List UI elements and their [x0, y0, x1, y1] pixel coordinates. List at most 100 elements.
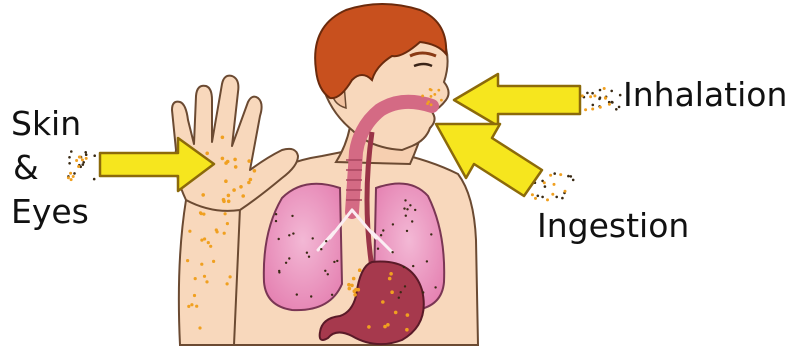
particle-dot — [389, 272, 393, 276]
particle-dot — [85, 153, 88, 156]
particle-dot — [312, 237, 314, 239]
particle-dot — [591, 92, 594, 95]
particle-dot — [551, 193, 554, 196]
particle-dot — [388, 277, 392, 281]
label-eyes: Eyes — [11, 191, 89, 233]
particle-dot — [534, 197, 537, 200]
particle-dot — [201, 193, 205, 197]
particle-dot — [202, 213, 205, 216]
particle-dot — [430, 233, 432, 235]
particle-dot — [555, 196, 558, 199]
particle-dot — [68, 162, 71, 165]
particle-dot — [226, 282, 229, 285]
particle-dot — [221, 136, 225, 140]
particle-dot — [615, 108, 618, 111]
particle-dot — [434, 286, 436, 288]
forearm — [179, 196, 240, 345]
particle-dot — [382, 229, 384, 231]
particle-dot — [310, 295, 312, 297]
particle-dot — [275, 213, 277, 215]
particle-dot — [406, 230, 408, 232]
particle-dot — [549, 174, 552, 177]
particle-dot — [253, 169, 257, 173]
particle-dot — [203, 275, 206, 278]
particle-dot — [77, 165, 80, 168]
particle-dot — [85, 157, 88, 160]
particle-dot — [591, 108, 594, 111]
particle-dot — [209, 245, 212, 248]
particle-dot — [559, 173, 562, 176]
particle-dot — [618, 106, 621, 109]
particle-dot — [285, 262, 287, 264]
particle-dot — [541, 196, 544, 199]
particle-dot — [224, 161, 228, 165]
particle-dot — [429, 88, 432, 91]
particle-dot — [561, 197, 564, 200]
particle-dot — [426, 260, 428, 262]
particle-dot — [422, 291, 424, 293]
particle-dot — [223, 232, 226, 235]
particle-dot — [405, 328, 409, 332]
particle-dot — [216, 230, 219, 233]
particle-dot — [553, 172, 556, 175]
particle-dot — [586, 92, 589, 95]
particle-dot — [599, 89, 602, 92]
particle-dot — [278, 238, 280, 240]
particle-dot — [603, 87, 606, 90]
particle-dot — [421, 95, 424, 98]
particle-dot — [229, 275, 232, 278]
particle-dot — [404, 285, 406, 287]
particle-dot — [352, 277, 356, 281]
particle-dot — [193, 294, 196, 297]
particle-dot — [336, 260, 338, 262]
particle-dot — [430, 95, 433, 98]
particle-dot — [347, 283, 351, 287]
person-illustration — [172, 4, 478, 345]
particle-dot — [430, 103, 433, 106]
particle-dot — [232, 188, 236, 192]
particle-dot — [610, 90, 613, 93]
particle-dot — [70, 150, 73, 153]
particle-dot — [275, 220, 277, 222]
particle-dot — [572, 179, 575, 182]
particle-dot — [292, 232, 294, 234]
particle-dot — [234, 165, 238, 169]
particle-dot — [411, 220, 413, 222]
particle-dot — [278, 270, 280, 272]
particle-dot — [75, 159, 78, 162]
particle-dot — [291, 215, 293, 217]
particle-dot — [187, 305, 190, 308]
particle-dot — [367, 325, 371, 329]
particle-dot — [67, 176, 70, 179]
particle-dot — [324, 270, 326, 272]
particle-dot — [224, 212, 227, 215]
particle-dot — [70, 178, 73, 181]
particle-dot — [392, 223, 394, 225]
particle-dot — [221, 157, 225, 161]
particle-dot — [247, 181, 251, 185]
particle-dot — [409, 204, 411, 206]
particle-dot — [403, 207, 405, 209]
particle-dot — [296, 293, 298, 295]
particle-dot — [200, 263, 203, 266]
particle-dot — [391, 251, 393, 253]
label-ampersand: & — [13, 147, 39, 189]
particle-dot — [353, 293, 357, 297]
particle-dot — [546, 198, 549, 201]
particle-dot — [354, 288, 358, 292]
particle-dot — [227, 194, 231, 198]
particle-dot — [188, 230, 191, 233]
particle-dot — [226, 222, 229, 225]
particle-dot — [241, 194, 245, 198]
particle-dot — [233, 158, 237, 162]
particle-dot — [331, 294, 333, 296]
particle-dot — [325, 240, 327, 242]
particle-dot — [200, 212, 203, 215]
particle-dot — [383, 325, 387, 329]
particle-dot — [403, 266, 405, 268]
particle-dot — [93, 154, 96, 157]
particle-dot — [224, 179, 228, 183]
particle-dot — [604, 97, 607, 100]
particle-dot — [207, 241, 210, 244]
